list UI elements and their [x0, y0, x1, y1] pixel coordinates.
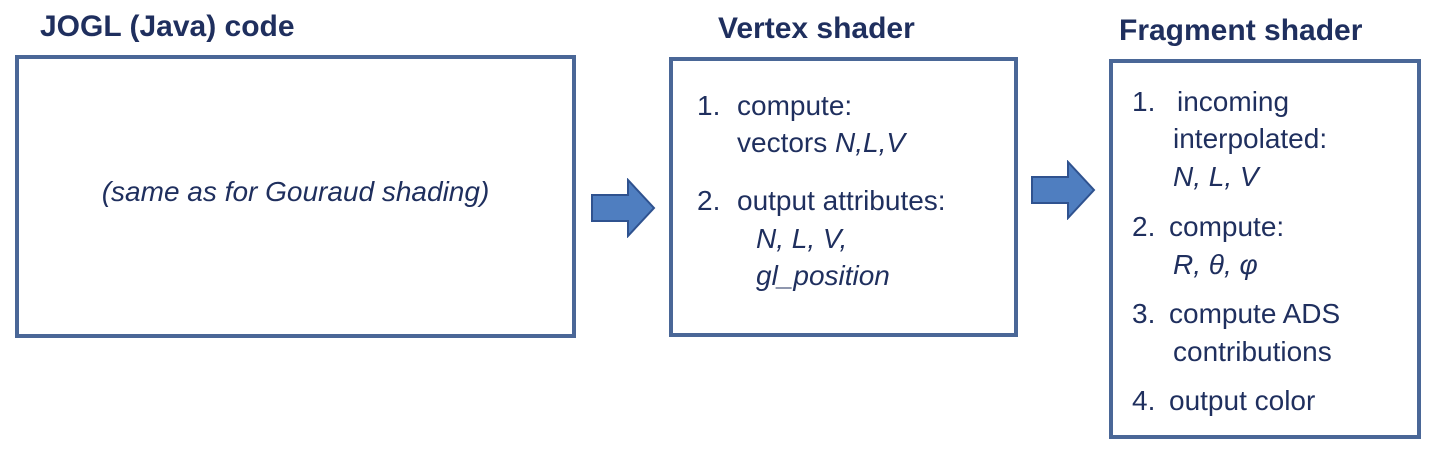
fragment-step-4-num: 4. — [1132, 385, 1156, 416]
vertex-step-2-num: 2. — [697, 185, 721, 216]
fragment-box — [1109, 59, 1421, 439]
fragment-step-3-head2: contributions — [1173, 336, 1332, 367]
fragment-step-2-head: compute: — [1169, 211, 1285, 242]
fragment-title: Fragment shader — [1119, 14, 1363, 47]
arrow-right-icon — [591, 178, 656, 238]
fragment-step-4-head: output color — [1169, 385, 1316, 416]
vertex-step-1-vars: N,L,V — [835, 127, 906, 158]
vertex-step-1-num: 1. — [697, 90, 721, 121]
vertex-step-1-pre: vectors — [737, 127, 836, 158]
fragment-step-1-head2: interpolated: — [1173, 123, 1328, 154]
arrow-right-icon — [1031, 160, 1096, 220]
vertex-step-2-pos: gl_position — [756, 260, 890, 291]
jogl-title: JOGL (Java) code — [40, 10, 295, 43]
fragment-step-3-head: compute ADS — [1169, 298, 1341, 329]
vertex-box — [669, 57, 1018, 337]
vertex-title: Vertex shader — [718, 12, 915, 45]
vertex-step-1-head: compute: — [737, 90, 853, 121]
vertex-step-1-detail: vectors N,L,V — [737, 125, 905, 161]
fragment-step-1-head: incoming — [1177, 86, 1290, 117]
fragment-step-2-num: 2. — [1132, 211, 1156, 242]
vertex-step-2-vars: N, L, V, — [756, 223, 848, 254]
fragment-step-1-num: 1. — [1132, 86, 1156, 117]
jogl-body-text: (same as for Gouraud shading) — [101, 176, 490, 207]
jogl-box — [15, 55, 576, 338]
fragment-step-3-num: 3. — [1132, 298, 1156, 329]
fragment-step-2-vars: R, θ, φ — [1173, 249, 1258, 280]
fragment-step-1-vars: N, L, V — [1173, 161, 1259, 192]
vertex-step-2-head: output attributes: — [737, 185, 946, 216]
